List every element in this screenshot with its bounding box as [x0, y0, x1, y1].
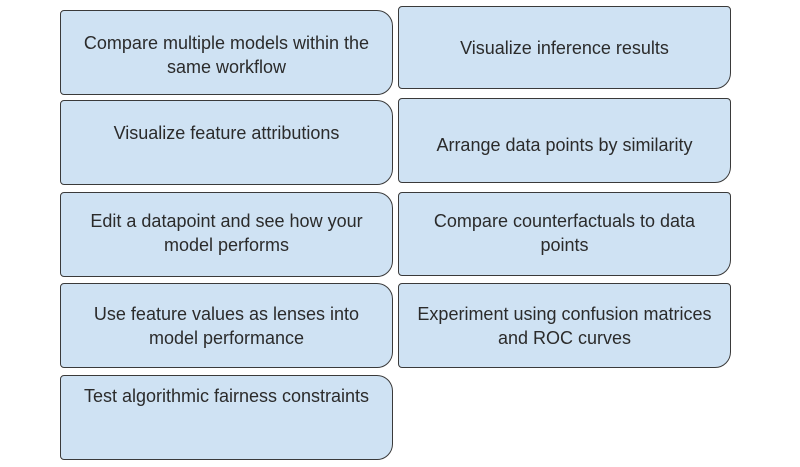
card-visualize-inference: Visualize inference results — [398, 6, 731, 89]
card-feature-lenses: Use feature values as lenses into model … — [60, 283, 393, 368]
card-confusion-roc: Experiment using confusion matrices and … — [398, 283, 731, 368]
card-fairness-constraints: Test algorithmic fairness constraints — [60, 375, 393, 460]
card-compare-models: Compare multiple models within the same … — [60, 10, 393, 95]
card-feature-attributions: Visualize feature attributions — [60, 100, 393, 185]
card-edit-datapoint: Edit a datapoint and see how your model … — [60, 192, 393, 277]
card-arrange-by-similarity: Arrange data points by similarity — [398, 98, 731, 183]
card-counterfactuals: Compare counterfactuals to data points — [398, 192, 731, 276]
